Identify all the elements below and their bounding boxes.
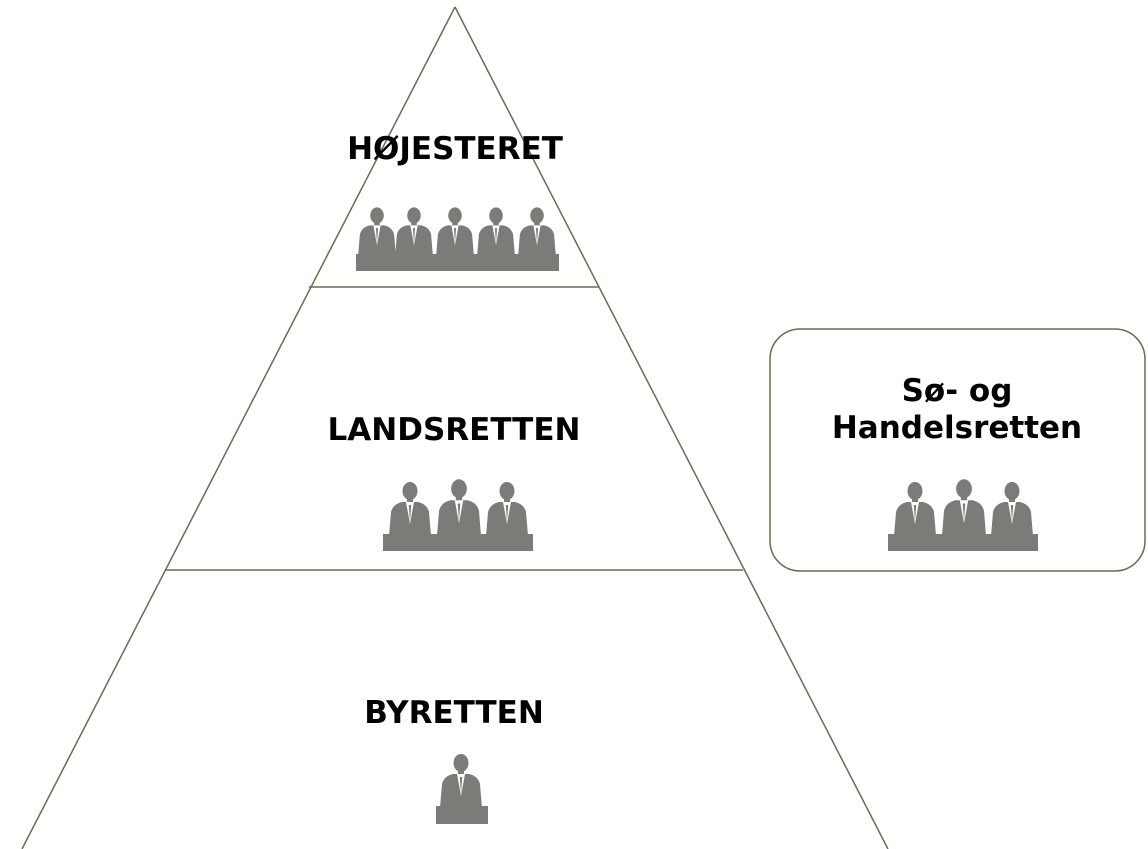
pyramid-right-edge	[454, 6, 889, 849]
tier-label-hojesteret: HØJESTERET	[347, 131, 563, 167]
tier-hojesteret: HØJESTERET	[347, 131, 563, 271]
tier-label-landsretten: LANDSRETTEN	[328, 412, 581, 448]
side-court-box: Sø- og Handelsretten	[769, 328, 1146, 572]
tier-byretten: BYRETTEN	[364, 695, 544, 824]
panel-of-judges-icon	[888, 479, 1038, 551]
side-court-label-line1: Sø- og	[902, 373, 1013, 409]
tier-landsretten: LANDSRETTEN	[328, 412, 581, 551]
side-court-label-line2: Handelsretten	[832, 410, 1082, 446]
tier-label-byretten: BYRETTEN	[364, 695, 544, 731]
single-judge-icon	[436, 754, 488, 824]
side-court-frame	[769, 328, 1146, 572]
pyramid	[21, 6, 889, 849]
panel-of-judges-icon	[356, 207, 559, 271]
panel-of-judges-icon	[383, 479, 533, 551]
pyramid-left-edge	[21, 6, 456, 849]
